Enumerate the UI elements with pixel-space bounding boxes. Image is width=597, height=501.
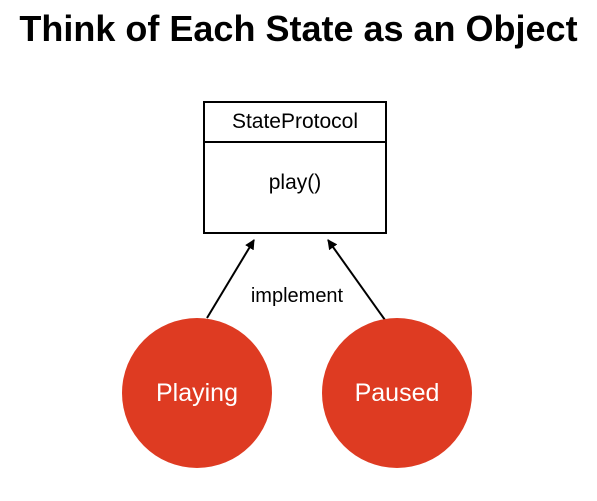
slide-title: Think of Each State as an Object: [19, 8, 578, 49]
protocol-name: StateProtocol: [205, 103, 385, 143]
state-protocol-box: StateProtocol play(): [203, 101, 387, 234]
arrow-paused-to-protocol: [327, 239, 386, 321]
state-paused-label: Paused: [354, 378, 440, 407]
protocol-method: play(): [268, 171, 322, 194]
state-paused: Paused: [322, 318, 472, 468]
arrow-playing-to-protocol: [206, 239, 255, 319]
implement-label: implement: [250, 285, 344, 307]
state-playing-label: Playing: [156, 378, 238, 407]
state-playing: Playing: [122, 318, 272, 468]
